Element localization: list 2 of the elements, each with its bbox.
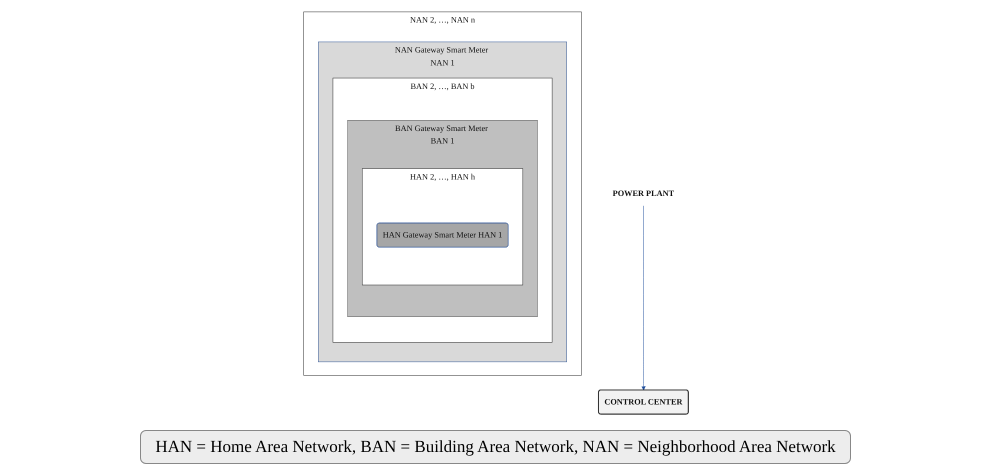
caption: HAN = Home Area Network, BAN = Building Area Network, NAN = Neighborhood Area Network (140, 430, 851, 464)
node-text: POWER PLANT (612, 188, 674, 198)
